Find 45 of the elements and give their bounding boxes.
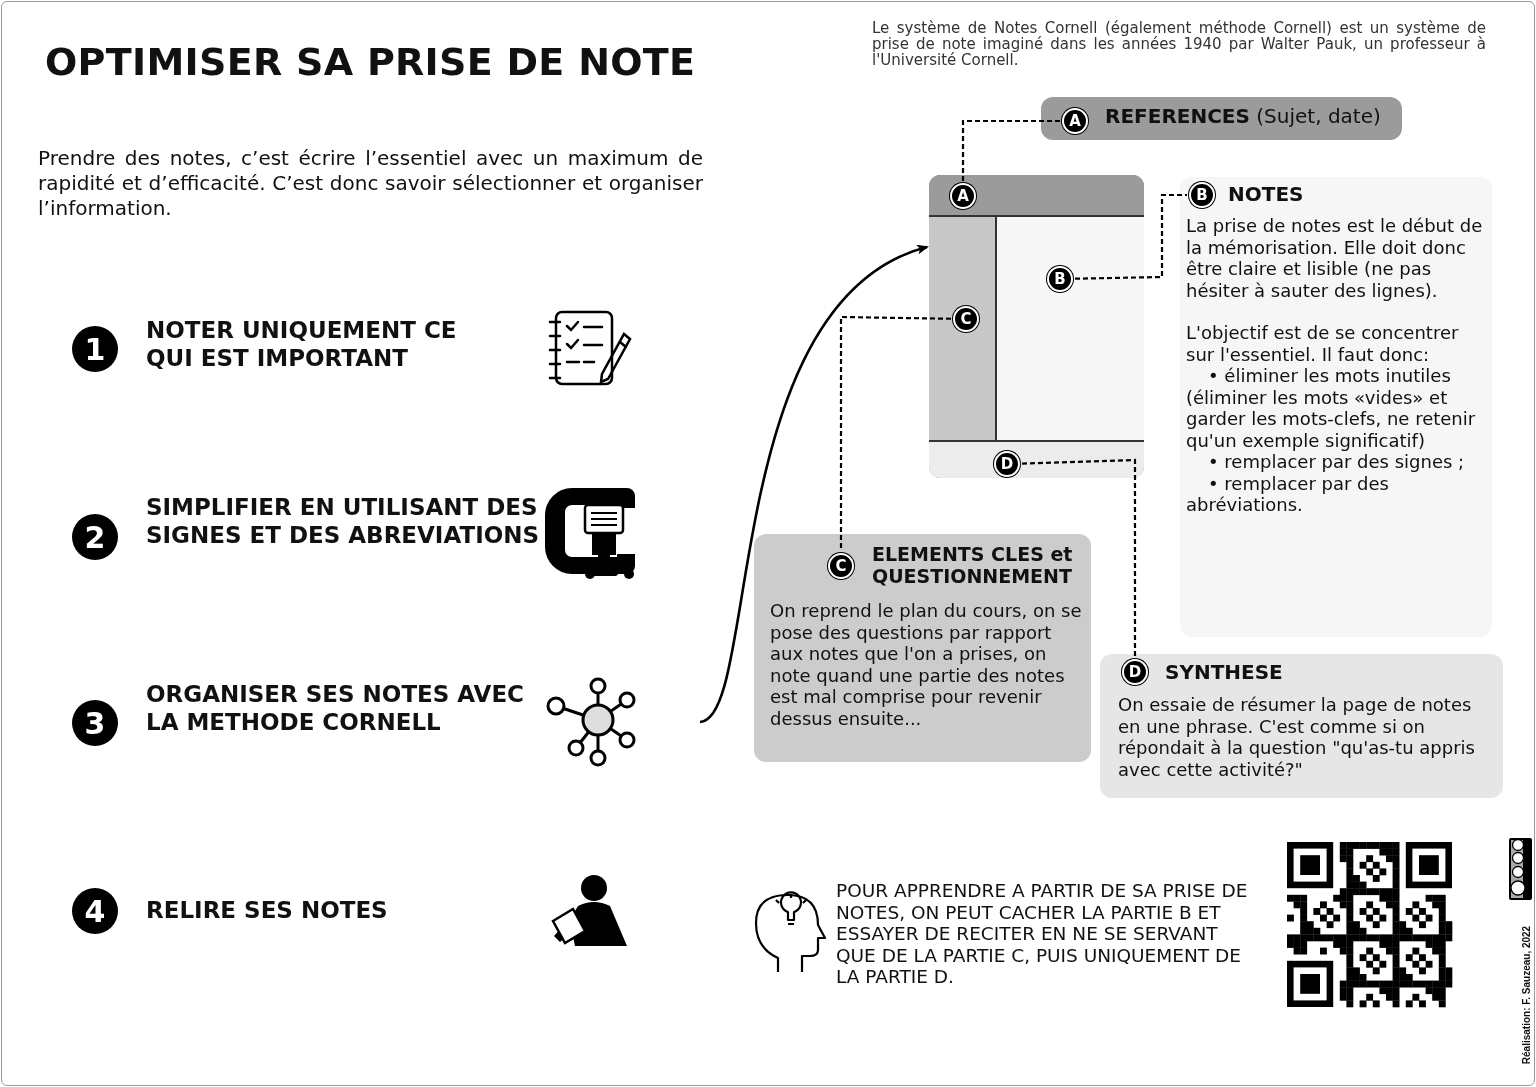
leader-line [839,315,951,551]
credit-text: Réalisation: F. Sauzeau, 2022 [1520,924,1533,1067]
page-section [929,175,1144,217]
tip-text: POUR APPRENDRE A PARTIR DE SA PRISE DE NOTES, ON PEUT CACHER LA PARTIE B ET ESSAYER DE RECITER EN NE SE SERVANT QUE DE LA PARTIE C, PUIS UNIQUEMENT DE LA PARTIE D. [836,880,1249,988]
step-number-circle: 2 [72,514,118,560]
leader-line [961,119,1060,181]
section-letter: A [1062,108,1088,134]
body-text: L'objectif est de se concentrer sur l'essentiel. Il faut donc: [1186,322,1460,365]
step-number-circle: 1 [72,326,118,372]
section-letter: D [994,451,1020,477]
section-letter: C [953,306,979,332]
page-section [997,217,1144,440]
callout-heading: REFERENCES (Sujet, date) [1105,105,1382,127]
callout-heading: SYNTHESE [1165,661,1284,683]
step-number-circle: 4 [72,888,118,934]
step-text: RELIRE SES NOTES [146,896,389,924]
page-section [929,217,997,440]
body-text: • remplacer par des signes ; [1207,451,1466,473]
step-text: ORGANISER SES NOTES AVEC LA METHODE CORNELL [146,680,525,736]
leader-line [1021,458,1137,657]
description-text: Le système de Notes Cornell (également méthode Cornell) est un système de prise de note imaginé dans les années 1940 par Walter Pauk, un professeur à l'Université Cornell. [872,20,1486,68]
section-letter: A [950,183,976,209]
title: OPTIMISER SA PRISE DE NOTE [45,40,696,84]
section-letter: B [1189,182,1215,208]
callout-panel [1100,654,1503,798]
body-text: • éliminer les mots inutiles (éliminer les mots «vides» et garder les mots-clefs, ne retenir qu'un exemple significatif) [1186,365,1477,451]
step-number-circle: 3 [72,700,118,746]
curved-arrow [699,245,929,724]
section-letter: D [1122,659,1148,685]
callout-panel [1180,177,1492,637]
body-text: On essaie de résumer la page de notes en une phrase. C'est comme si on répondait à la question "qu'as-tu appris avec cette activité?" [1118,694,1476,780]
callout-panel [754,534,1091,762]
intro-paragraph: Prendre des notes, c’est écrire l’essentiel avec un maximum de rapidité et d’efficacité. C’est donc savoir sélectionner et organiser l’information. [38,146,703,221]
callout-heading: ELEMENTS CLES et QUESTIONNEMENT [872,543,1074,587]
step-text: NOTER UNIQUEMENT CE QUI EST IMPORTANT [146,316,458,372]
callout-panel [1041,97,1402,140]
body-text: On reprend le plan du cours, on se pose des questions par rapport aux notes que l'on a prises, on note quand une partie des notes est mal comprise pour revenir dessus ensuite... [770,600,1083,729]
step-text: SIMPLIFIER EN UTILISANT DES SIGNES ET DES ABREVIATIONS [146,493,541,549]
note-page-template [929,175,1144,478]
body-text: • remplacer par des abréviations. [1186,472,1390,516]
section-letter: B [1047,266,1073,292]
page-section [929,440,1144,478]
section-letter: C [828,553,854,579]
body-text: La prise de notes est le début de la mémorisation. Elle doit donc être claire et lisible (ne pas hésiter à sauter des lignes). [1186,215,1484,301]
callout-heading: NOTES [1228,183,1305,205]
